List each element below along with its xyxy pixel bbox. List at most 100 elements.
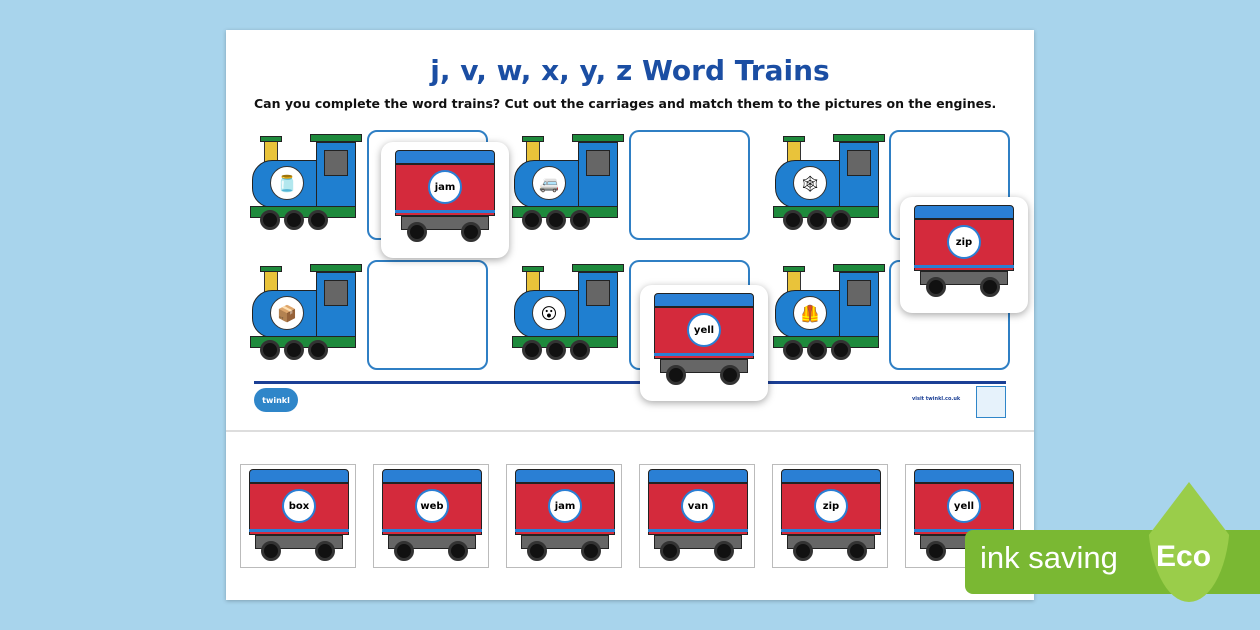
wheel [315, 541, 335, 561]
wheel [926, 541, 946, 561]
engine-win [324, 280, 348, 306]
carriage-slot [629, 130, 750, 240]
carriage-stripe [515, 529, 615, 532]
carriage-word: van [681, 489, 715, 523]
train-engine: 🚐 [512, 130, 624, 230]
engine-chimtop [522, 266, 544, 272]
carriage: jam [511, 469, 619, 564]
train-engine: 📦 [250, 260, 362, 360]
cutout-carriage: box [240, 464, 356, 568]
wheel [260, 340, 280, 360]
engine-chimtop [260, 136, 282, 142]
placed-carriage-card: jam [381, 142, 509, 258]
wheel [926, 277, 946, 297]
footer-divider [254, 381, 1006, 384]
train-engine: 🫙 [250, 130, 362, 230]
wheel [546, 210, 566, 230]
carriage-roof [781, 469, 881, 483]
wheel [847, 541, 867, 561]
carriage-stripe [914, 529, 1014, 532]
spider-web-icon: 🕸 [793, 166, 827, 200]
van-icon: 🚐 [532, 166, 566, 200]
wheel [570, 340, 590, 360]
quality-badge-icon [976, 386, 1006, 418]
engine-win [847, 280, 871, 306]
engine-roof [310, 264, 362, 272]
wheel [284, 340, 304, 360]
visit-link: visit twinkl.co.uk [912, 396, 961, 402]
wheel [783, 210, 803, 230]
carriage-word: zip [814, 489, 848, 523]
carriage-roof [648, 469, 748, 483]
carriage: zip [777, 469, 885, 564]
carriage-stripe [781, 529, 881, 532]
engine-roof [310, 134, 362, 142]
train-engine: 😮 [512, 260, 624, 360]
carriage: box [245, 469, 353, 564]
wheel [831, 210, 851, 230]
page-title: j, v, w, x, y, z Word Trains [430, 54, 830, 87]
wheel [308, 340, 328, 360]
wheel [407, 222, 427, 242]
twinkl-logo: twinkl [254, 388, 298, 412]
wheel [448, 541, 468, 561]
placed-carriage-card: yell [640, 285, 768, 401]
engine-roof [572, 264, 624, 272]
carriage-word: web [415, 489, 449, 523]
wheel [666, 365, 686, 385]
wheel [522, 210, 542, 230]
wheel [261, 541, 281, 561]
wheel [660, 541, 680, 561]
wheel [807, 340, 827, 360]
wheel [714, 541, 734, 561]
eco-label: Eco [1156, 540, 1212, 573]
train-engine: 🕸 [773, 130, 885, 230]
carriage-roof [914, 205, 1014, 219]
wheel [720, 365, 740, 385]
worksheet-preview: j, v, w, x, y, z Word Trains Can you com… [226, 30, 1034, 600]
carriage: zip [910, 205, 1018, 300]
carriage-word: box [282, 489, 316, 523]
carriage-word: jam [548, 489, 582, 523]
carriage-roof [515, 469, 615, 483]
engine-chimtop [783, 266, 805, 272]
wheel [284, 210, 304, 230]
engine-chimtop [260, 266, 282, 272]
wheel [394, 541, 414, 561]
wheel [807, 210, 827, 230]
cutout-carriage: zip [772, 464, 888, 568]
wheel [980, 277, 1000, 297]
carriage-roof [914, 469, 1014, 483]
wheel [308, 210, 328, 230]
carriage-stripe [648, 529, 748, 532]
cut-line [226, 430, 1034, 432]
carriage-roof [382, 469, 482, 483]
wheel [783, 340, 803, 360]
carriage: jam [391, 150, 499, 245]
jam-jar-icon: 🫙 [270, 166, 304, 200]
engine-roof [833, 264, 885, 272]
instructions: Can you complete the word trains? Cut ou… [254, 96, 997, 111]
engine-roof [572, 134, 624, 142]
carriage-word: zip [947, 225, 981, 259]
engine-win [847, 150, 871, 176]
engine-win [324, 150, 348, 176]
carriage-word: yell [947, 489, 981, 523]
engine-roof [833, 134, 885, 142]
vest-icon: 🦺 [793, 296, 827, 330]
placed-carriage-card: zip [900, 197, 1028, 313]
box-icon: 📦 [270, 296, 304, 330]
carriage: yell [650, 293, 758, 388]
wheel [522, 340, 542, 360]
cutout-carriage: web [373, 464, 489, 568]
wheel [570, 210, 590, 230]
carriage-word: yell [687, 313, 721, 347]
carriage-roof [395, 150, 495, 164]
engine-chimtop [783, 136, 805, 142]
cutout-carriage: jam [506, 464, 622, 568]
train-engine: 🦺 [773, 260, 885, 360]
carriage: van [644, 469, 752, 564]
carriage-word: jam [428, 170, 462, 204]
wheel [546, 340, 566, 360]
cutout-carriage: van [639, 464, 755, 568]
